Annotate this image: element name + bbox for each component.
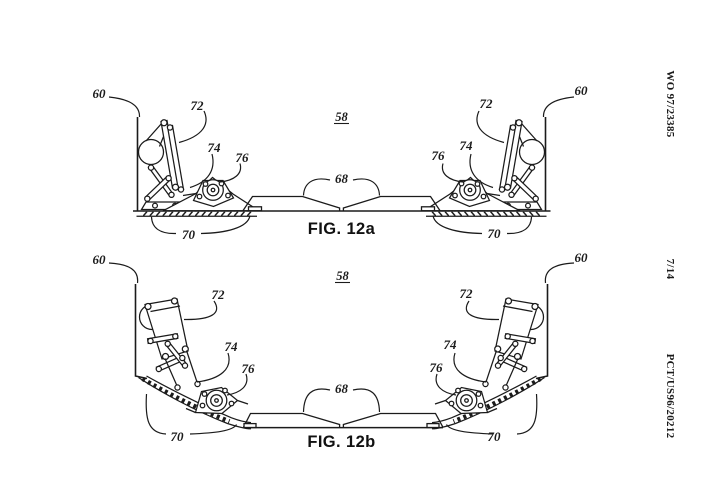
ref-74-left: 74 [225, 339, 239, 354]
ref-72-left: 72 [212, 287, 226, 302]
ref-70-left: 70 [171, 429, 185, 444]
ref-76-right: 76 [430, 360, 444, 375]
figure-12b: 58 60 60 72 72 74 74 76 76 68 70 70 FIG.… [93, 250, 589, 451]
figure-caption-12b: FIG. 12b [307, 433, 375, 451]
ref-60-right: 60 [575, 83, 589, 98]
platform-leaders-12a [302, 178, 381, 196]
ref-60-left: 60 [93, 252, 107, 267]
ref-68: 68 [335, 381, 349, 396]
ref-76-left: 76 [236, 150, 250, 165]
assembly-ref-label: 58 [336, 269, 349, 283]
ref-72-right: 72 [460, 286, 474, 301]
figure-caption-12a: FIG. 12a [308, 220, 376, 238]
ref-68: 68 [335, 171, 349, 186]
sheet-index: 7/14 [664, 259, 676, 280]
ref-70-left: 70 [182, 227, 196, 242]
sheet-margin-annotations: WO 97/23385 7/14 PCT/US96/20212 [664, 70, 676, 438]
ref-74-right: 74 [444, 337, 458, 352]
ref-72-left: 72 [191, 98, 205, 113]
platform-12b [242, 412, 444, 429]
ref-70-right: 70 [488, 429, 502, 444]
ref-60-right: 60 [575, 250, 589, 265]
floor-and-platform-12a [133, 195, 551, 212]
assembly-ref-label: 58 [335, 110, 348, 124]
ref-70-right: 70 [488, 226, 502, 241]
figure-12a: 58 60 60 72 72 74 74 76 76 68 70 70 FIG.… [93, 83, 589, 242]
application-number: PCT/US96/20212 [664, 354, 676, 439]
ref-76-right: 76 [432, 148, 446, 163]
platform-leaders-12b [302, 388, 381, 413]
publication-number: WO 97/23385 [664, 70, 676, 137]
ref-72-right: 72 [480, 96, 494, 111]
ref-74-left: 74 [208, 140, 222, 155]
ref-74-right: 74 [460, 138, 474, 153]
ref-60-left: 60 [93, 86, 107, 101]
ref-76-left: 76 [242, 361, 256, 376]
